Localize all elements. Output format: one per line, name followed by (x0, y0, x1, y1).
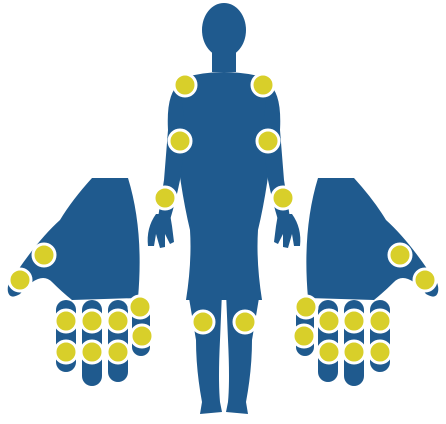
right-body-hand-shape (274, 214, 300, 248)
joint-marker-icon (174, 74, 196, 96)
joint-marker-icon (129, 296, 151, 318)
joint-marker-icon (414, 269, 436, 291)
torso-shape (172, 72, 275, 300)
joint-marker-icon (154, 187, 176, 209)
joint-marker-icon (33, 244, 55, 266)
joint-marker-icon (169, 130, 191, 152)
joint-marker-icon (55, 341, 77, 363)
joint-marker-icon (131, 325, 153, 347)
head-shape (202, 3, 246, 57)
joint-marker-icon (257, 130, 279, 152)
joint-marker-icon (295, 296, 317, 318)
neck-shape (212, 50, 236, 72)
joint-marker-icon (192, 311, 214, 333)
joint-marker-icon (369, 310, 391, 332)
joint-marker-icon (107, 341, 129, 363)
joint-marker-icon (343, 310, 365, 332)
joint-marker-icon (81, 341, 103, 363)
joint-marker-icon (343, 341, 365, 363)
joint-marker-icon (81, 310, 103, 332)
joint-marker-icon (369, 341, 391, 363)
joint-marker-icon (252, 74, 274, 96)
left-body-hand-shape (148, 214, 174, 248)
joint-marker-icon (55, 310, 77, 332)
joint-marker-icon (107, 310, 129, 332)
joint-marker-icon (389, 244, 411, 266)
joint-marker-icon (9, 269, 31, 291)
joint-marker-icon (293, 325, 315, 347)
joint-marker-icon (272, 187, 294, 209)
joint-marker-icon (234, 311, 256, 333)
joint-marker-icon (318, 310, 340, 332)
joint-marker-icon (318, 341, 340, 363)
